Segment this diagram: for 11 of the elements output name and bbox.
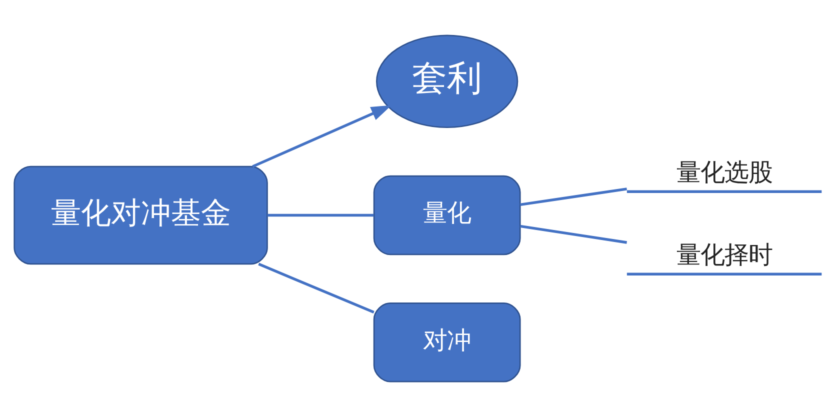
node-box: 量化 xyxy=(373,175,521,256)
node-box: 对冲 xyxy=(373,302,521,382)
arrow xyxy=(252,105,392,168)
connector xyxy=(520,188,627,206)
node-text: 量化择时 xyxy=(676,240,772,270)
node-text: 量化选股 xyxy=(676,158,772,187)
node-ellipse: 套利 xyxy=(376,34,518,128)
connector xyxy=(520,224,627,244)
node-box: 量化对冲基金 xyxy=(14,166,268,265)
connector xyxy=(267,214,374,217)
connector xyxy=(258,262,374,314)
